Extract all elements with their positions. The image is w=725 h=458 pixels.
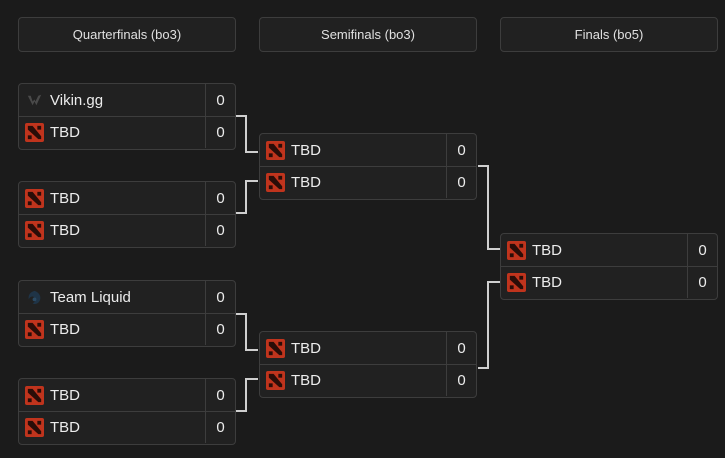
team-score: 0	[205, 117, 235, 148]
connector-sf-to-final	[478, 165, 500, 369]
team-score: 0	[446, 134, 476, 166]
dota2-logo-icon	[266, 338, 285, 358]
round-header-quarterfinals: Quarterfinals (bo3)	[18, 17, 236, 52]
team-score: 0	[687, 267, 717, 298]
team-score: 0	[446, 365, 476, 396]
team-info: TBD	[501, 267, 687, 298]
team-info: TBD	[260, 365, 446, 396]
team-row[interactable]: TBD 0	[501, 234, 717, 266]
team-info: TBD	[260, 332, 446, 364]
dota2-logo-icon	[25, 385, 44, 405]
team-info: TBD	[260, 167, 446, 198]
team-info: TBD	[260, 134, 446, 166]
dota2-logo-icon	[25, 221, 44, 240]
team-name[interactable]: TBD	[50, 222, 80, 239]
team-info: TBD	[19, 314, 205, 345]
team-row[interactable]: TBD 0	[260, 364, 476, 396]
team-name[interactable]: Team Liquid	[50, 288, 131, 306]
team-name[interactable]: Vikin.gg	[50, 91, 104, 109]
team-score: 0	[205, 379, 235, 411]
dota2-logo-icon	[266, 140, 285, 160]
team-info: TBD	[19, 182, 205, 214]
team-row[interactable]: TBD 0	[501, 266, 717, 298]
team-name[interactable]: TBD	[50, 189, 80, 207]
team-score: 0	[446, 332, 476, 364]
team-score: 0	[205, 412, 235, 443]
team-info: TBD	[19, 117, 205, 148]
team-info: Vikin.gg	[19, 84, 205, 116]
team-row[interactable]: TBD 0	[19, 411, 235, 443]
team-name[interactable]: TBD	[50, 124, 80, 141]
connector-qf-to-sf2	[236, 313, 258, 412]
round-header-finals: Finals (bo5)	[500, 17, 718, 52]
team-name[interactable]: TBD	[50, 321, 80, 338]
team-name[interactable]: TBD	[50, 386, 80, 404]
team-row[interactable]: TBD 0	[19, 379, 235, 411]
vikin-gg-logo-icon	[25, 91, 44, 110]
team-score: 0	[687, 234, 717, 266]
team-row[interactable]: Team Liquid 0	[19, 281, 235, 313]
team-name[interactable]: TBD	[50, 419, 80, 436]
team-info: Team Liquid	[19, 281, 205, 313]
team-name[interactable]: TBD	[291, 339, 321, 357]
team-name[interactable]: TBD	[291, 372, 321, 389]
team-score: 0	[205, 182, 235, 214]
team-info: TBD	[19, 215, 205, 246]
team-liquid-logo-icon	[25, 288, 44, 307]
team-row[interactable]: TBD 0	[260, 134, 476, 166]
dota2-logo-icon	[25, 123, 44, 142]
team-row[interactable]: TBD 0	[260, 332, 476, 364]
dota2-logo-icon	[266, 371, 285, 390]
team-name[interactable]: TBD	[532, 241, 562, 259]
team-name[interactable]: TBD	[291, 174, 321, 191]
team-info: TBD	[19, 379, 205, 411]
team-score: 0	[205, 314, 235, 345]
team-row[interactable]: TBD 0	[260, 166, 476, 198]
team-score: 0	[205, 215, 235, 246]
dota2-logo-icon	[507, 240, 526, 260]
team-row[interactable]: TBD 0	[19, 116, 235, 148]
connector-qf-to-sf1	[236, 115, 258, 214]
team-row[interactable]: Vikin.gg 0	[19, 84, 235, 116]
dota2-logo-icon	[25, 320, 44, 339]
dota2-logo-icon	[507, 273, 526, 292]
team-name[interactable]: TBD	[532, 274, 562, 291]
team-info: TBD	[19, 412, 205, 443]
dota2-logo-icon	[25, 418, 44, 437]
team-score: 0	[446, 167, 476, 198]
team-row[interactable]: TBD 0	[19, 313, 235, 345]
team-score: 0	[205, 84, 235, 116]
round-header-semifinals: Semifinals (bo3)	[259, 17, 477, 52]
team-row[interactable]: TBD 0	[19, 182, 235, 214]
team-name[interactable]: TBD	[291, 141, 321, 159]
dota2-logo-icon	[266, 173, 285, 192]
dota2-logo-icon	[25, 188, 44, 208]
team-info: TBD	[501, 234, 687, 266]
team-row[interactable]: TBD 0	[19, 214, 235, 246]
team-score: 0	[205, 281, 235, 313]
